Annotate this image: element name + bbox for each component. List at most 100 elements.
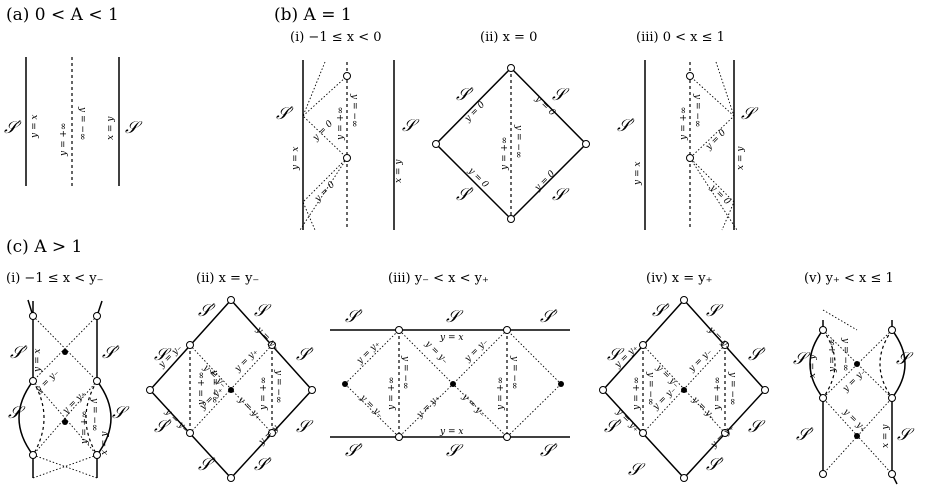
c-iii-scri-prime-tl: 𝒮′: [345, 307, 363, 327]
c-v-x-eq-y-2: x = y: [881, 424, 891, 448]
c-iv-y-m-c1: y = y₋: [653, 362, 681, 390]
c-i-null-a: [32, 315, 98, 479]
c-iii-scri-top: 𝒮: [446, 307, 464, 327]
c-ii-diagram: 𝒮 𝒮′ 𝒮 𝒮′ 𝒮′ 𝒮′ 𝒮′ 𝒮 y = y₋ y = y₋ y = y…: [146, 296, 316, 482]
c-v-scri-3: 𝒮: [897, 425, 915, 445]
b-ii-point-right: [582, 140, 590, 148]
panel-b-sub-ii: (ii) x = 0: [480, 30, 537, 45]
c-iv-diagram: 𝒮 𝒮′ 𝒮 𝒮′ 𝒮′ 𝒮 𝒮′ 𝒮 y = y₊ y = y₊ y = y₋…: [599, 296, 769, 482]
panel-b-title: (b) A = 1: [274, 5, 352, 25]
panel-a-title: (a) 0 < A < 1: [6, 5, 119, 25]
c-iii-pt-b2: [503, 433, 511, 441]
panel-b-sub-iii: (iii) 0 < x ≤ 1: [636, 30, 725, 45]
c-iv-pt-ul: [639, 341, 647, 349]
c-iii-pt-b1: [395, 433, 403, 441]
c-iii-y-m-4: y = y₋: [459, 391, 487, 419]
b-i-null-upper: [302, 75, 348, 117]
b-ii-scri-top: 𝒮: [552, 85, 570, 105]
c-iii-scri-prime-tr: 𝒮′: [540, 307, 558, 327]
c-iv-scri-prime-2: 𝒮′: [748, 345, 766, 365]
c-iii-diagram: 𝒮′ 𝒮 𝒮′ 𝒮′ 𝒮 𝒮′ y = x y = x y = y₊ y = y…: [330, 307, 570, 461]
c-i-pt-upper-fixed: [62, 349, 68, 355]
c-ii-y-m-tr: y = y₋: [253, 324, 281, 352]
c-i-scri-1: 𝒮: [8, 403, 26, 423]
c-iv-pt-ur: [721, 341, 729, 349]
c-iv-y-minf-l: y = −∞: [645, 371, 655, 405]
c-iii-y-inf-l: y = +∞: [387, 377, 397, 411]
c-iv-pt-lr: [721, 429, 729, 437]
c-v-pt-upper-fixed: [854, 361, 860, 367]
b-ii-y-inf: y = +∞: [500, 137, 510, 171]
b-iii-y0-upper: y = 0: [703, 128, 728, 153]
b-iii-point-top: [686, 72, 694, 80]
c-v-y-p: y = y₊: [840, 406, 868, 434]
b-ii-y-minf: y = −∞: [513, 124, 523, 158]
c-v-right-inner-arc: [879, 329, 893, 399]
b-iii-y-eq-x: y = x: [633, 162, 643, 186]
b-i-diagram: 𝒮′ 𝒮 y = x x = y y = 0 y = 0 y = +∞ y = …: [276, 60, 420, 231]
c-i-pt-br: [93, 451, 101, 459]
b-iii-point-mid: [686, 154, 694, 162]
c-v-null-b: [822, 329, 893, 475]
c-iv-y-minf-r: y = −∞: [727, 371, 737, 405]
c-i-x-eq-y: x = y: [100, 431, 110, 455]
c-iii-y-p-1: y = y₊: [354, 339, 382, 367]
panel-b: (b) A = 1 (i) −1 ≤ x < 0 (ii) x = 0 (iii…: [274, 5, 759, 231]
c-v-pt-ml: [819, 394, 827, 402]
c-i-right-arc: [96, 380, 112, 456]
c-i-pt-tl: [29, 312, 37, 320]
c-v-pt-mr: [888, 394, 896, 402]
b-iii-diagram: 𝒮′ 𝒮 y = x x = y y = 0 y = 0 y = +∞ y = …: [617, 60, 759, 231]
c-i-scri-prime-1: 𝒮′: [10, 343, 28, 363]
c-v-x-eq-y: x = y: [808, 354, 818, 378]
b-i-x-eq-y: x = y: [394, 159, 404, 183]
c-i-scri-prime-2: 𝒮′: [102, 343, 120, 363]
panel-c-sub-iii: (iii) y₋ < x < y₊: [388, 271, 489, 286]
c-iii-pt-right: [558, 381, 564, 387]
c-iv-pt-top: [680, 296, 688, 304]
b-i-null-lines: [302, 61, 348, 231]
c-v-pt-br: [888, 470, 896, 478]
b-iii-y0-lower: y = 0: [707, 182, 732, 207]
c-iii-pt-t1: [395, 326, 403, 334]
c-iii-y-p-2: y = y₊: [414, 393, 442, 421]
c-i-y-minf: y = −∞: [89, 397, 99, 431]
c-ii-pt-right: [308, 386, 316, 394]
panel-c-sub-ii: (ii) x = y₋: [196, 271, 259, 286]
c-iv-y-p-br: y = y₊: [708, 423, 736, 451]
c-iv-scri-2: 𝒮: [706, 301, 724, 321]
c-iii-y-eq-x-top: y = x: [439, 333, 463, 343]
b-ii-scri-bottom: 𝒮: [552, 185, 570, 205]
c-v-pt-lower-fixed: [854, 433, 860, 439]
c-v-pt-tl: [819, 326, 827, 334]
c-ii-pt-ur: [268, 341, 276, 349]
c-v-scri-2: 𝒮: [896, 349, 914, 369]
b-i-point-top: [343, 72, 351, 80]
panel-c-sub-i: (i) −1 ≤ x < y₋: [6, 271, 103, 286]
c-v-pt-bl: [819, 470, 827, 478]
c-ii-pt-lr: [268, 429, 276, 437]
panel-c: (c) A > 1 (i) −1 ≤ x < y₋ (ii) x = y₋ (i…: [6, 237, 915, 485]
b-ii-scri-prime-top: 𝒮′: [456, 85, 474, 105]
b-i-scri-prime: 𝒮′: [276, 104, 294, 124]
b-iii-null-lines: [689, 61, 735, 231]
c-iv-pt-left: [599, 386, 607, 394]
c-iv-scri-prime-1: 𝒮′: [652, 301, 670, 321]
b-iii-scri: 𝒮: [741, 104, 759, 124]
a-label-y-minf: y = −∞: [77, 106, 87, 140]
c-iii-scri-prime-bl: 𝒮′: [345, 441, 363, 461]
c-iv-scri-prime-3: 𝒮′: [604, 417, 622, 437]
b-i-null-lower: [299, 157, 348, 231]
c-iv-y-inf-r: y = +∞: [713, 377, 723, 411]
c-ii-scri-prime-1: 𝒮′: [198, 301, 216, 321]
c-i-y-eq-x: y = x: [33, 349, 43, 373]
b-ii-point-bottom: [507, 215, 515, 223]
c-iv-y-p-tr: y = y₊: [705, 324, 733, 352]
c-v-diagram: 𝒮 𝒮 𝒮′ 𝒮 x = y y = +∞ y = −∞ y = y₋ y = …: [793, 309, 915, 485]
c-iv-scri-prime-4: 𝒮′: [706, 455, 724, 475]
c-ii-y-inf-l: y = +∞: [197, 372, 207, 406]
c-v-pt-tr: [888, 326, 896, 334]
b-i-point-mid: [343, 154, 351, 162]
b-i-y-minf: y = −∞: [349, 93, 359, 127]
